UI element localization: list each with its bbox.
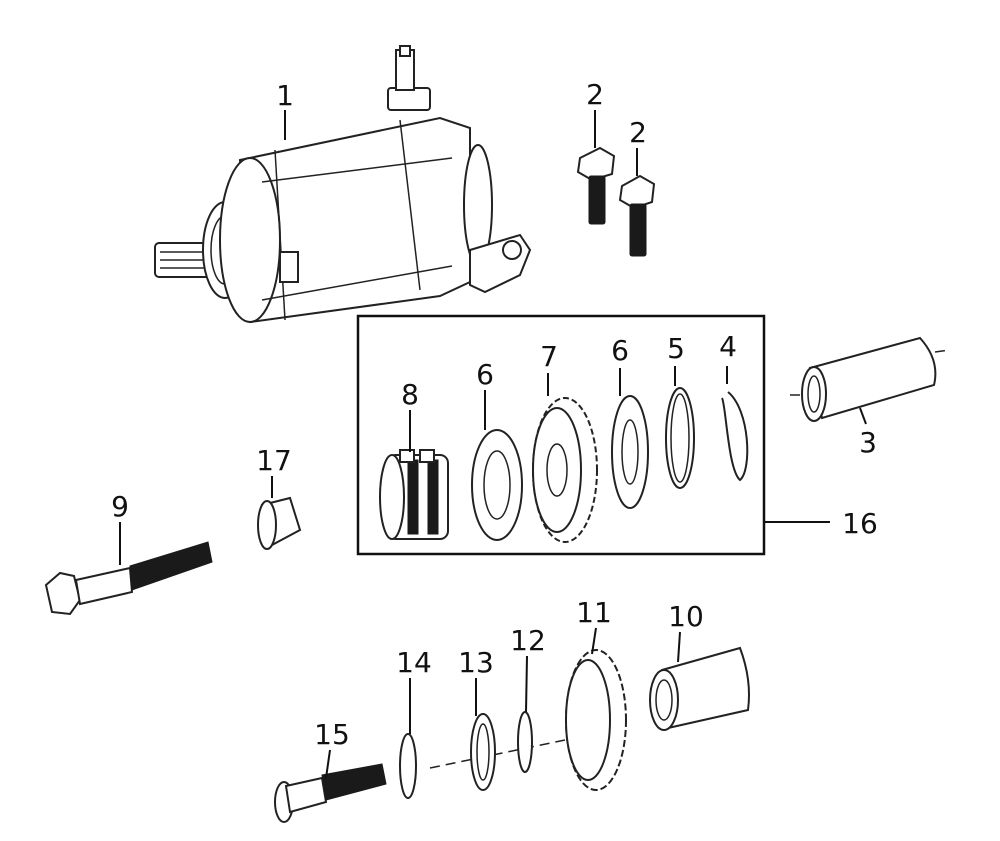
leader-lines	[119, 110, 867, 779]
thin-washer	[399, 733, 417, 799]
callout-17: 17	[256, 444, 292, 477]
callout-4: 4	[719, 330, 737, 363]
callout-2: 2	[629, 116, 647, 149]
spacer-ring	[665, 387, 695, 489]
callout-16: 16	[842, 507, 878, 540]
callout-14: 14	[396, 646, 432, 679]
callout-6: 6	[611, 334, 629, 367]
callout-9: 9	[111, 490, 129, 523]
thin-washer	[517, 711, 533, 773]
washer	[471, 429, 523, 541]
callout-5: 5	[667, 332, 685, 365]
washer	[611, 395, 649, 509]
reduction-gear	[532, 397, 598, 543]
mounting-bolt	[576, 146, 616, 225]
callout-2: 2	[586, 78, 604, 111]
gear-sleeve	[649, 646, 750, 731]
callout-1: 1	[276, 79, 294, 112]
long-bolt	[44, 541, 213, 616]
callout-13: 13	[458, 646, 494, 679]
starter-motor	[154, 45, 532, 324]
callout-7: 7	[540, 340, 558, 373]
idler-gear	[565, 649, 627, 791]
gear-set-group-box	[356, 314, 766, 556]
circlip	[721, 391, 749, 482]
callout-10: 10	[668, 600, 704, 633]
pivot-bolt	[274, 763, 387, 823]
drive-gear	[379, 449, 449, 540]
callout-labels: 1 2 2 3 4 5 6 6 7 8 9 10 11 12 13 14 15 …	[111, 78, 878, 751]
bushing	[790, 336, 951, 422]
callout-15: 15	[314, 718, 350, 751]
callout-6: 6	[476, 358, 494, 391]
callout-12: 12	[510, 624, 546, 657]
mounting-bolt	[618, 174, 656, 257]
callout-11: 11	[576, 596, 612, 629]
callout-8: 8	[401, 378, 419, 411]
callout-3: 3	[859, 426, 877, 459]
snap-ring	[470, 713, 496, 791]
small-bushing	[257, 496, 302, 550]
